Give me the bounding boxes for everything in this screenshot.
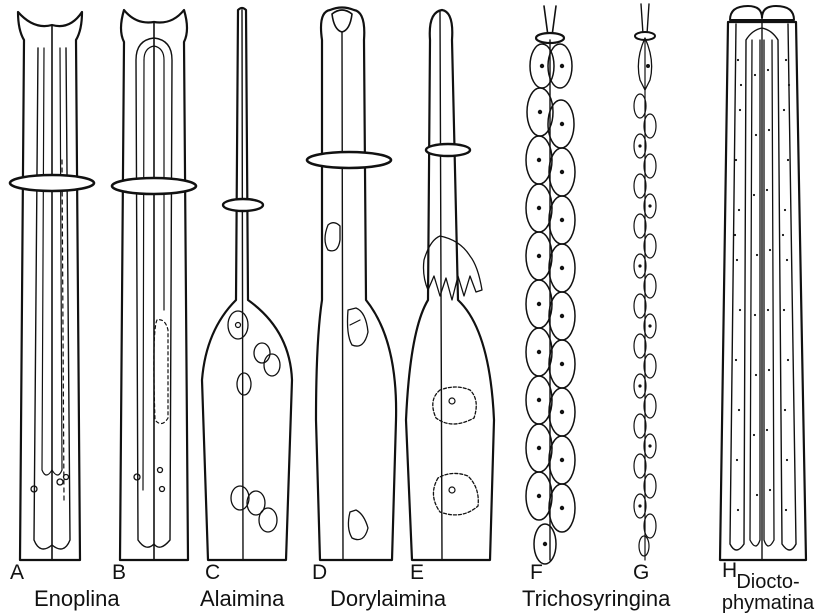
panel-e-esophagus	[406, 10, 494, 560]
panel-letter-b: B	[112, 562, 126, 583]
panel-letter-a: A	[10, 562, 24, 583]
panel-f-esophagus	[526, 6, 575, 564]
group-label-alaimina: Alaimina	[200, 588, 284, 610]
panel-letter-d: D	[312, 562, 327, 583]
panel-d-esophagus	[307, 8, 396, 561]
panel-letter-c: C	[205, 562, 220, 583]
panel-b-esophagus	[112, 10, 196, 560]
panel-h-esophagus	[720, 6, 806, 560]
group-label-dioctophymatina: Diocto- phymatina	[718, 572, 818, 614]
group-label-dorylaimina: Dorylaimina	[330, 588, 446, 610]
panel-g-esophagus	[634, 4, 656, 560]
panel-letter-g: G	[633, 562, 649, 583]
panel-letter-e: E	[410, 562, 424, 583]
group-label-enoplina: Enoplina	[34, 588, 120, 610]
group-label-dioctophymatina-line2: phymatina	[718, 593, 818, 614]
panel-a-esophagus	[10, 12, 94, 560]
group-label-trichosyringina: Trichosyringina	[522, 588, 670, 610]
group-label-dioctophymatina-line1: Diocto-	[718, 572, 818, 593]
panel-letter-f: F	[530, 562, 543, 583]
panel-c-esophagus	[202, 8, 292, 560]
